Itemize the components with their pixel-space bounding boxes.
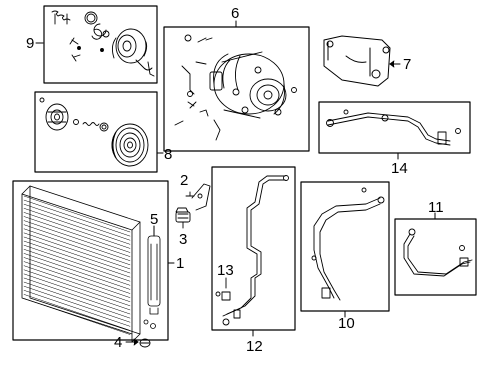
callout-5: 5 (150, 211, 159, 228)
condenser-fin (23, 285, 131, 323)
condenser-fin (23, 212, 131, 249)
discharge-pipe (326, 109, 461, 146)
liquid-pipe (222, 175, 289, 326)
compressor (174, 34, 297, 141)
compressor-bracket (323, 35, 401, 87)
callout-13: 13 (217, 262, 234, 279)
callout-12: 12 (246, 338, 263, 355)
condenser-fin (23, 232, 131, 270)
callout-14: 14 (391, 160, 408, 177)
condenser-fin (23, 298, 131, 335)
callout-1: 1 (176, 255, 185, 272)
condenser-fin (23, 253, 131, 290)
suction-hose (311, 187, 385, 301)
condenser-fin (23, 265, 131, 302)
callout-6: 6 (231, 5, 240, 22)
condenser-fin (23, 277, 131, 315)
clutch-assembly (39, 97, 149, 167)
part-13-valve (215, 277, 231, 301)
box-part-1 (12, 180, 175, 341)
callout-7: 7 (403, 56, 412, 73)
box-part-14 (318, 101, 471, 160)
condenser-fin (23, 273, 131, 311)
condenser-fin (23, 261, 131, 298)
part-2-bracket (185, 183, 211, 211)
condenser-fin (23, 281, 131, 319)
callout-11: 11 (428, 199, 444, 216)
callout-4: 4 (114, 334, 123, 351)
condenser-fin (23, 216, 131, 253)
condenser-fin (23, 220, 131, 257)
condenser-fin (23, 244, 131, 282)
box-part-11 (394, 212, 477, 296)
condenser-fin (23, 203, 131, 241)
condenser-fin (23, 290, 131, 327)
callout-10: 10 (338, 315, 355, 332)
part-4-plug (125, 338, 151, 348)
condenser-fin (23, 195, 131, 233)
part-3-bushing (175, 207, 191, 229)
box-part-8 (34, 91, 164, 173)
callout-2: 2 (180, 172, 189, 189)
box-part-6 (163, 20, 310, 152)
condenser-fin (23, 269, 131, 307)
callout-8: 8 (164, 146, 173, 163)
box-part-10 (300, 181, 390, 318)
condenser: /* fins drawn below */ (21, 185, 161, 343)
condenser-fin (23, 240, 131, 278)
condenser-fin (23, 249, 131, 286)
condenser-fin (23, 228, 131, 266)
clutch-parts-kit (51, 10, 155, 77)
condenser-fin (23, 236, 131, 274)
box-part-12 (211, 166, 296, 337)
box-part-9 (35, 5, 158, 84)
suction-pipe (403, 228, 473, 277)
condenser-fin (23, 294, 131, 331)
condenser-fin (23, 224, 131, 261)
condenser-fin (23, 208, 131, 245)
callout-3: 3 (179, 231, 188, 248)
condenser-fin (23, 199, 131, 237)
callout-9: 9 (26, 35, 35, 52)
condenser-fin (23, 257, 131, 294)
